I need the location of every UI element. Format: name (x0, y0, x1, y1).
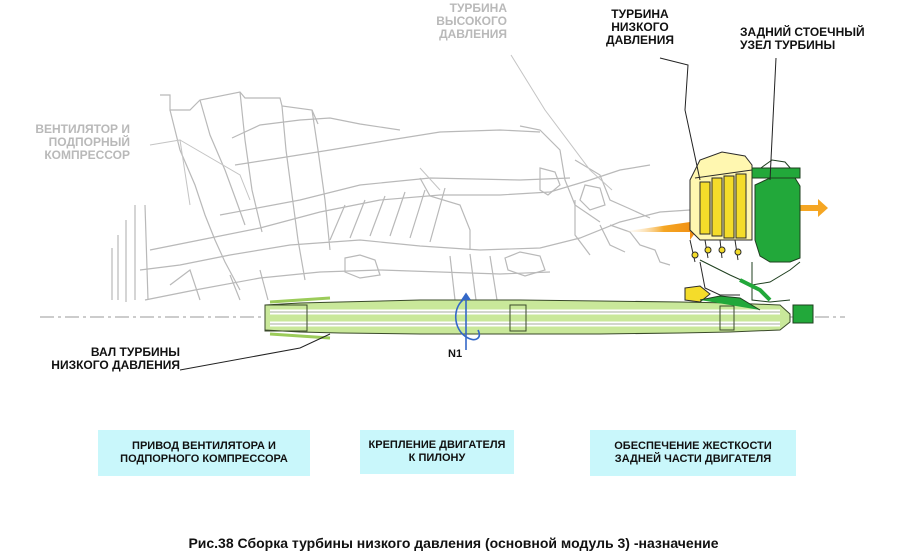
lp-shaft-label-line-1: ВАЛ ТУРБИНЫ (90, 345, 180, 359)
rear-stiffness-box: ОБЕСПЕЧЕНИЕ ЖЕСТКОСТИ ЗАДНЕЙ ЧАСТИ ДВИГА… (590, 430, 796, 476)
rear-stiffness-box-line-2: ЗАДНЕЙ ЧАСТИ ДВИГАТЕЛЯ (614, 453, 772, 465)
lp-shaft (264, 296, 791, 340)
lp-shaft-label-line-2: НИЗКОГО ДАВЛЕНИЯ (51, 358, 180, 372)
rear-frame-label-line-2: УЗЕЛ ТУРБИНЫ (740, 38, 836, 52)
lp-turbine-label-line-3: ДАВЛЕНИЯ (606, 33, 674, 47)
fan-compressor-label-line-1: ВЕНТИЛЯТОР И (35, 122, 130, 136)
hp-turbine-label: ТУРБИНА ВЫСОКОГО ДАВЛЕНИЯ (405, 2, 507, 41)
turbine-rear-frame (699, 159, 814, 324)
fan-drive-box-line-1: ПРИВОД ВЕНТИЛЯТОРА И (132, 440, 276, 452)
rear-frame-label: ЗАДНИЙ СТОЕЧНЫЙ УЗЕЛ ТУРБИНЫ (740, 26, 870, 52)
flow-arrow-in (620, 214, 700, 240)
rear-frame-label-line-1: ЗАДНИЙ СТОЕЧНЫЙ (740, 25, 865, 39)
hp-turbine-label-line-2: ВЫСОКОГО (436, 14, 507, 28)
fan-compressor-label: ВЕНТИЛЯТОР И ПОДПОРНЫЙ КОМПРЕССОР (10, 123, 130, 162)
lp-turbine-label-line-1: ТУРБИНА (611, 7, 669, 21)
hp-turbine-label-line-1: ТУРБИНА (449, 1, 507, 15)
fan-compressor-label-line-3: КОМПРЕССОР (44, 148, 130, 162)
pylon-mount-box-line-2: К ПИЛОНУ (408, 452, 466, 464)
rotation-arrow (454, 292, 481, 350)
flow-arrow-out (800, 199, 828, 217)
leader-lp-turbine (659, 57, 701, 181)
rotation-label: N1 (448, 348, 463, 360)
fan-drive-box-line-2: ПОДПОРНОГО КОМПРЕССОРА (120, 453, 288, 465)
leader-fan-3 (419, 167, 441, 191)
engine-outline (111, 91, 691, 302)
leader-hp-turbine (510, 54, 613, 191)
lp-turbine-label: ТУРБИНА НИЗКОГО ДАВЛЕНИЯ (594, 8, 686, 47)
lp-turbine (684, 151, 753, 303)
fan-drive-box: ПРИВОД ВЕНТИЛЯТОРА И ПОДПОРНОГО КОМПРЕСС… (98, 430, 310, 476)
leader-rear-frame (769, 57, 777, 181)
rear-stiffness-box-line-1: ОБЕСПЕЧЕНИЕ ЖЕСТКОСТИ (614, 440, 772, 452)
hp-turbine-label-line-3: ДАВЛЕНИЯ (439, 27, 507, 41)
lp-shaft-label: ВАЛ ТУРБИНЫ НИЗКОГО ДАВЛЕНИЯ (12, 346, 180, 372)
pylon-mount-box: КРЕПЛЕНИЕ ДВИГАТЕЛЯ К ПИЛОНУ (360, 430, 514, 474)
fan-compressor-label-line-2: ПОДПОРНЫЙ (48, 135, 130, 149)
leader-fan (149, 139, 191, 206)
figure-caption: Рис.38 Сборка турбины низкого давления (… (188, 535, 719, 551)
leader-lp-shaft (179, 333, 331, 371)
pylon-mount-box-line-1: КРЕПЛЕНИЕ ДВИГАТЕЛЯ (368, 439, 506, 451)
lp-turbine-label-line-2: НИЗКОГО (611, 20, 669, 34)
leader-fan-2 (179, 139, 251, 201)
